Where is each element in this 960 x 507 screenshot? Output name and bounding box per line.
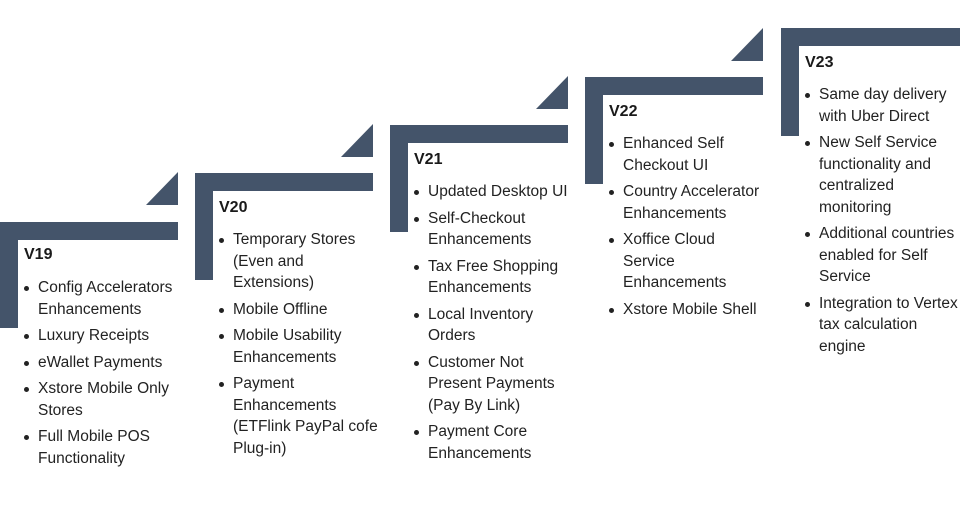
list-item: Payment Core Enhancements — [414, 421, 574, 464]
step-arrow-v20 — [341, 124, 373, 157]
list-item: Xstore Mobile Only Stores — [24, 378, 184, 421]
feature-list: Updated Desktop UI Self-Checkout Enhance… — [414, 181, 574, 469]
list-item: Self-Checkout Enhancements — [414, 208, 574, 251]
step-bracket-v22 — [585, 77, 763, 184]
feature-list: Same day delivery with Uber Direct New S… — [805, 84, 960, 362]
list-item: Additional countries enabled for Self Se… — [805, 223, 960, 288]
step-bracket-v19 — [0, 222, 178, 328]
list-item: Integration to Vertex tax calculation en… — [805, 293, 960, 358]
feature-list: Config Accelerators Enhancements Luxury … — [24, 277, 184, 474]
step-bracket-v21 — [390, 125, 568, 232]
list-item: Mobile Offline — [219, 299, 379, 321]
list-item: Luxury Receipts — [24, 325, 184, 347]
list-item: Customer Not Present Payments (Pay By Li… — [414, 352, 574, 417]
version-label: V22 — [609, 103, 638, 120]
list-item: Enhanced Self Checkout UI — [609, 133, 769, 176]
list-item: Same day delivery with Uber Direct — [805, 84, 960, 127]
list-item: Country Accelerator Enhancements — [609, 181, 769, 224]
list-item: Temporary Stores (Even and Extensions) — [219, 229, 379, 294]
step-bracket-v20 — [195, 173, 373, 280]
step-bracket-v23 — [781, 28, 960, 136]
list-item: Local Inventory Orders — [414, 304, 574, 347]
list-item: Tax Free Shopping Enhancements — [414, 256, 574, 299]
feature-list: Enhanced Self Checkout UI Country Accele… — [609, 133, 769, 325]
list-item: eWallet Payments — [24, 352, 184, 374]
step-arrow-v19 — [146, 172, 178, 205]
version-label: V19 — [24, 246, 53, 263]
version-label: V20 — [219, 199, 248, 216]
list-item: Config Accelerators Enhancements — [24, 277, 184, 320]
feature-list: Temporary Stores (Even and Extensions) M… — [219, 229, 379, 464]
list-item: Xstore Mobile Shell — [609, 299, 769, 321]
list-item: Full Mobile POS Functionality — [24, 426, 184, 469]
list-item: Updated Desktop UI — [414, 181, 574, 203]
list-item: New Self Service functionality and centr… — [805, 132, 960, 218]
list-item: Payment Enhancements (ETFlink PayPal cof… — [219, 373, 379, 459]
version-label: V23 — [805, 54, 834, 71]
step-arrow-v21 — [536, 76, 568, 109]
step-arrow-v22 — [731, 28, 763, 61]
list-item: Xoffice Cloud Service Enhancements — [609, 229, 769, 294]
list-item: Mobile Usability Enhancements — [219, 325, 379, 368]
version-label: V21 — [414, 151, 443, 168]
